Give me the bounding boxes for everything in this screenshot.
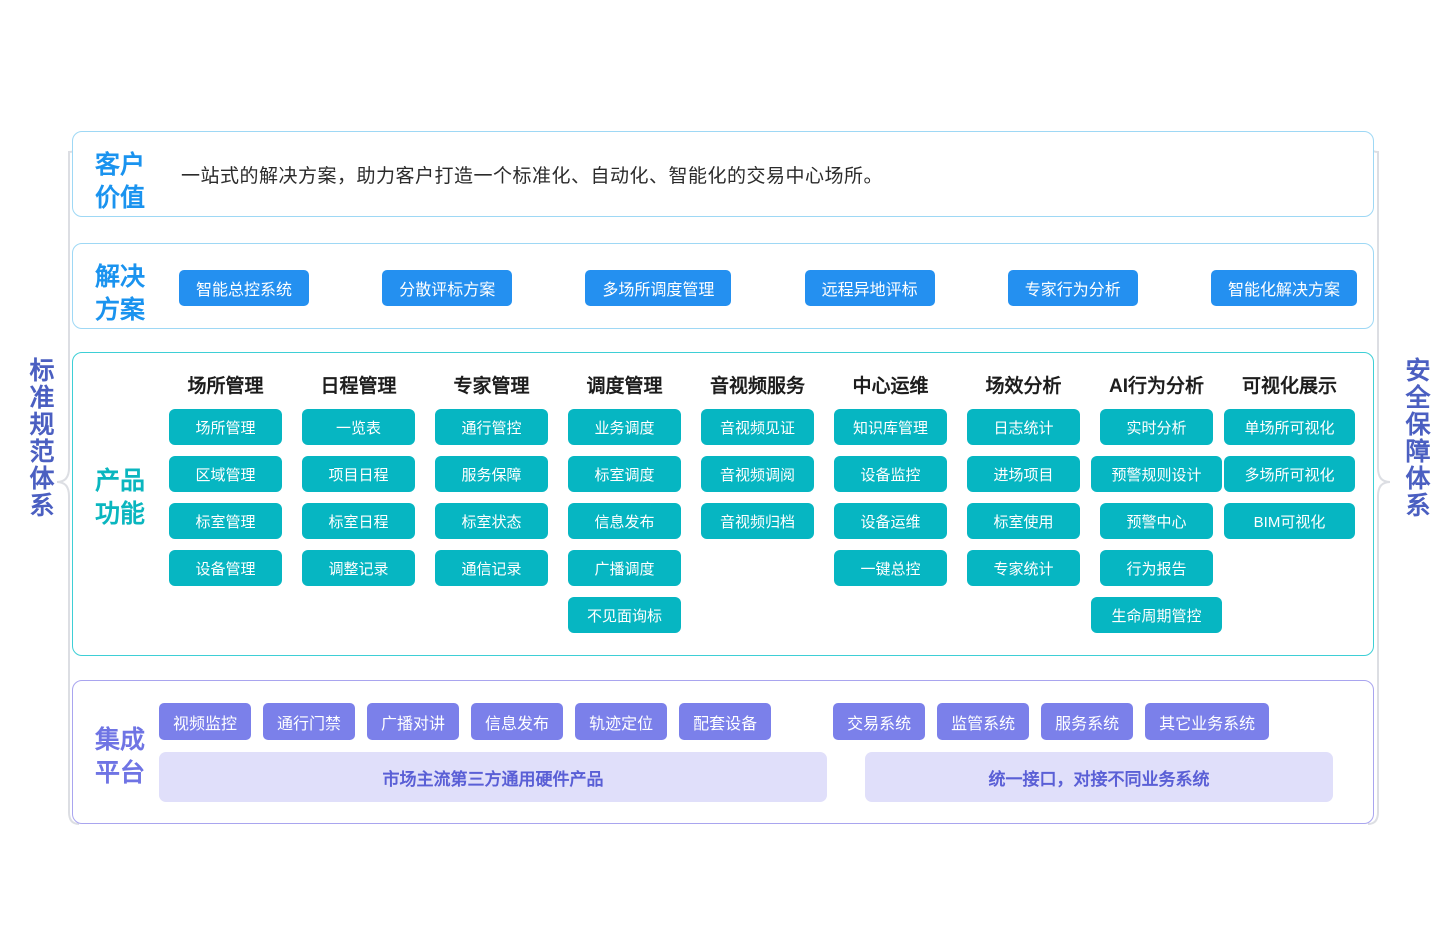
- product-column: 可视化展示单场所可视化多场所可视化 BIM可视化: [1223, 371, 1356, 644]
- product-feature-chip[interactable]: 项目日程: [302, 456, 415, 492]
- product-feature-chip[interactable]: 广播调度: [568, 550, 681, 586]
- product-feature-chip[interactable]: 预警中心: [1100, 503, 1213, 539]
- integration-chip[interactable]: 视频监控: [159, 703, 252, 740]
- product-feature-chip[interactable]: 信息发布: [568, 503, 681, 539]
- solution-chip[interactable]: 智能总控系统: [179, 270, 310, 306]
- product-feature-chip[interactable]: 服务保障: [435, 456, 548, 492]
- integration-summary-bar: 市场主流第三方通用硬件产品: [159, 752, 827, 802]
- product-feature-chip[interactable]: 音视频归档: [701, 503, 814, 539]
- product-feature-chip[interactable]: 设备监控: [834, 456, 947, 492]
- customer-value-text: 一站式的解决方案，助力客户打造一个标准化、自动化、智能化的交易中心场所。: [181, 166, 884, 187]
- integration-chip-group: 交易系统监管系统服务系统其它业务系统: [833, 703, 1270, 740]
- product-feature-chip[interactable]: 区域管理: [169, 456, 282, 492]
- product-column-title: 音视频服务: [709, 376, 805, 397]
- product-feature-chip[interactable]: 一览表: [302, 409, 415, 445]
- integration-group-gap: [783, 703, 821, 740]
- product-column: AI行为分析实时分析预警规则设计预警中心行为报告生命周期管控: [1090, 371, 1223, 644]
- integration-chip[interactable]: 广播对讲: [367, 703, 460, 740]
- product-feature-chip[interactable]: 通行管控: [435, 409, 548, 445]
- integration-chip[interactable]: 其它业务系统: [1145, 703, 1270, 740]
- customer-value-panel: 客户 价值 一站式的解决方案，助力客户打造一个标准化、自动化、智能化的交易中心场…: [72, 131, 1374, 217]
- integration-chip[interactable]: 信息发布: [471, 703, 564, 740]
- integration-chip[interactable]: 交易系统: [833, 703, 926, 740]
- integration-body: 视频监控通行门禁广播对讲信息发布轨迹定位配套设备 交易系统监管系统服务系统其它业务…: [159, 703, 1354, 802]
- product-column: 中心运维知识库管理设备监控设备运维一键总控: [824, 371, 957, 644]
- product-feature-chip[interactable]: 标室管理: [169, 503, 282, 539]
- product-column-title: 场效分析: [985, 376, 1062, 397]
- product-feature-chip[interactable]: 日志统计: [967, 409, 1080, 445]
- solution-chip-row: 智能总控系统 分散评标方案 多场所调度管理 远程异地评标 专家行为分析 智能化解决方案: [179, 269, 1357, 307]
- product-feature-chip[interactable]: 设备运维: [834, 503, 947, 539]
- product-feature-chip[interactable]: 标室状态: [435, 503, 548, 539]
- product-feature-chip[interactable]: 业务调度: [568, 409, 681, 445]
- product-feature-chip[interactable]: 标室日程: [302, 503, 415, 539]
- product-feature-chip[interactable]: 预警规则设计: [1091, 456, 1222, 492]
- product-feature-chip[interactable]: 单场所可视化: [1224, 409, 1355, 445]
- product-feature-chip[interactable]: 标室使用: [967, 503, 1080, 539]
- solution-chip[interactable]: 分散评标方案: [382, 270, 513, 306]
- product-feature-chip[interactable]: 多场所可视化: [1224, 456, 1355, 492]
- product-column-title: 可视化展示: [1241, 376, 1337, 397]
- integration-chip[interactable]: 轨迹定位: [575, 703, 668, 740]
- product-feature-chip[interactable]: 设备管理: [169, 550, 282, 586]
- product-feature-chip[interactable]: 标室调度: [568, 456, 681, 492]
- product-feature-chip[interactable]: 实时分析: [1100, 409, 1213, 445]
- solution-chip[interactable]: 专家行为分析: [1007, 270, 1138, 306]
- product-feature-chip[interactable]: 音视频见证: [701, 409, 814, 445]
- product-column: 专家管理通行管控服务保障标室状态通信记录: [425, 371, 558, 644]
- solution-chip[interactable]: 多场所调度管理: [585, 270, 732, 306]
- product-feature-chip[interactable]: 不见面询标: [568, 597, 681, 633]
- product-feature-chip[interactable]: 进场项目: [967, 456, 1080, 492]
- integration-chip[interactable]: 服务系统: [1041, 703, 1134, 740]
- product-function-columns: 场所管理场所管理区域管理标室管理设备管理日程管理一览表项目日程标室日程调整记录专…: [159, 371, 1359, 644]
- integration-platform-panel: 集成 平台 视频监控通行门禁广播对讲信息发布轨迹定位配套设备 交易系统监管系统服务…: [72, 680, 1374, 824]
- product-column: 日程管理一览表项目日程标室日程调整记录: [292, 371, 425, 644]
- product-feature-chip[interactable]: BIM可视化: [1224, 503, 1355, 539]
- product-column: 调度管理业务调度标室调度信息发布广播调度不见面询标: [558, 371, 691, 644]
- solution-panel: 解决 方案 智能总控系统 分散评标方案 多场所调度管理 远程异地评标 专家行为分析 智能化…: [72, 243, 1374, 329]
- side-label-security: 安全保障体系: [1402, 357, 1430, 519]
- product-function-label: 产品 功能: [94, 467, 145, 528]
- product-column-title: 中心运维: [852, 376, 929, 397]
- product-feature-chip[interactable]: 行为报告: [1100, 550, 1213, 586]
- product-feature-chip[interactable]: 音视频调阅: [701, 456, 814, 492]
- product-feature-chip[interactable]: 通信记录: [435, 550, 548, 586]
- product-feature-chip[interactable]: 知识库管理: [834, 409, 947, 445]
- product-feature-chip[interactable]: 调整记录: [302, 550, 415, 586]
- solution-label: 解决 方案: [94, 263, 145, 324]
- product-column-title: AI行为分析: [1108, 376, 1204, 397]
- side-label-standards: 标准规范体系: [26, 357, 54, 519]
- product-column-title: 调度管理: [586, 376, 663, 397]
- integration-bar-row: 市场主流第三方通用硬件产品统一接口，对接不同业务系统: [159, 752, 1354, 802]
- product-column-title: 场所管理: [187, 376, 264, 397]
- product-column: 音视频服务音视频见证音视频调阅音视频归档: [691, 371, 824, 644]
- product-feature-chip[interactable]: 生命周期管控: [1091, 597, 1222, 633]
- integration-chip[interactable]: 监管系统: [937, 703, 1030, 740]
- solution-chip[interactable]: 智能化解决方案: [1210, 270, 1357, 306]
- product-column: 场效分析日志统计进场项目标室使用专家统计: [957, 371, 1090, 644]
- integration-chip[interactable]: 通行门禁: [263, 703, 356, 740]
- product-feature-chip[interactable]: 一键总控: [834, 550, 947, 586]
- product-function-panel: 产品 功能 场所管理场所管理区域管理标室管理设备管理日程管理一览表项目日程标室日…: [72, 352, 1374, 656]
- integration-chip[interactable]: 配套设备: [679, 703, 772, 740]
- integration-summary-bar: 统一接口，对接不同业务系统: [865, 752, 1333, 802]
- solution-chip[interactable]: 远程异地评标: [804, 270, 935, 306]
- integration-platform-label: 集成 平台: [94, 726, 145, 787]
- product-feature-chip[interactable]: 专家统计: [967, 550, 1080, 586]
- integration-chip-row: 视频监控通行门禁广播对讲信息发布轨迹定位配套设备 交易系统监管系统服务系统其它业务…: [159, 703, 1354, 740]
- customer-value-label: 客户 价值: [94, 151, 145, 212]
- integration-chip-group: 视频监控通行门禁广播对讲信息发布轨迹定位配套设备: [159, 703, 772, 740]
- product-column-title: 专家管理: [453, 376, 530, 397]
- product-feature-chip[interactable]: 场所管理: [169, 409, 282, 445]
- product-column-title: 日程管理: [320, 376, 397, 397]
- product-column: 场所管理场所管理区域管理标室管理设备管理: [159, 371, 292, 644]
